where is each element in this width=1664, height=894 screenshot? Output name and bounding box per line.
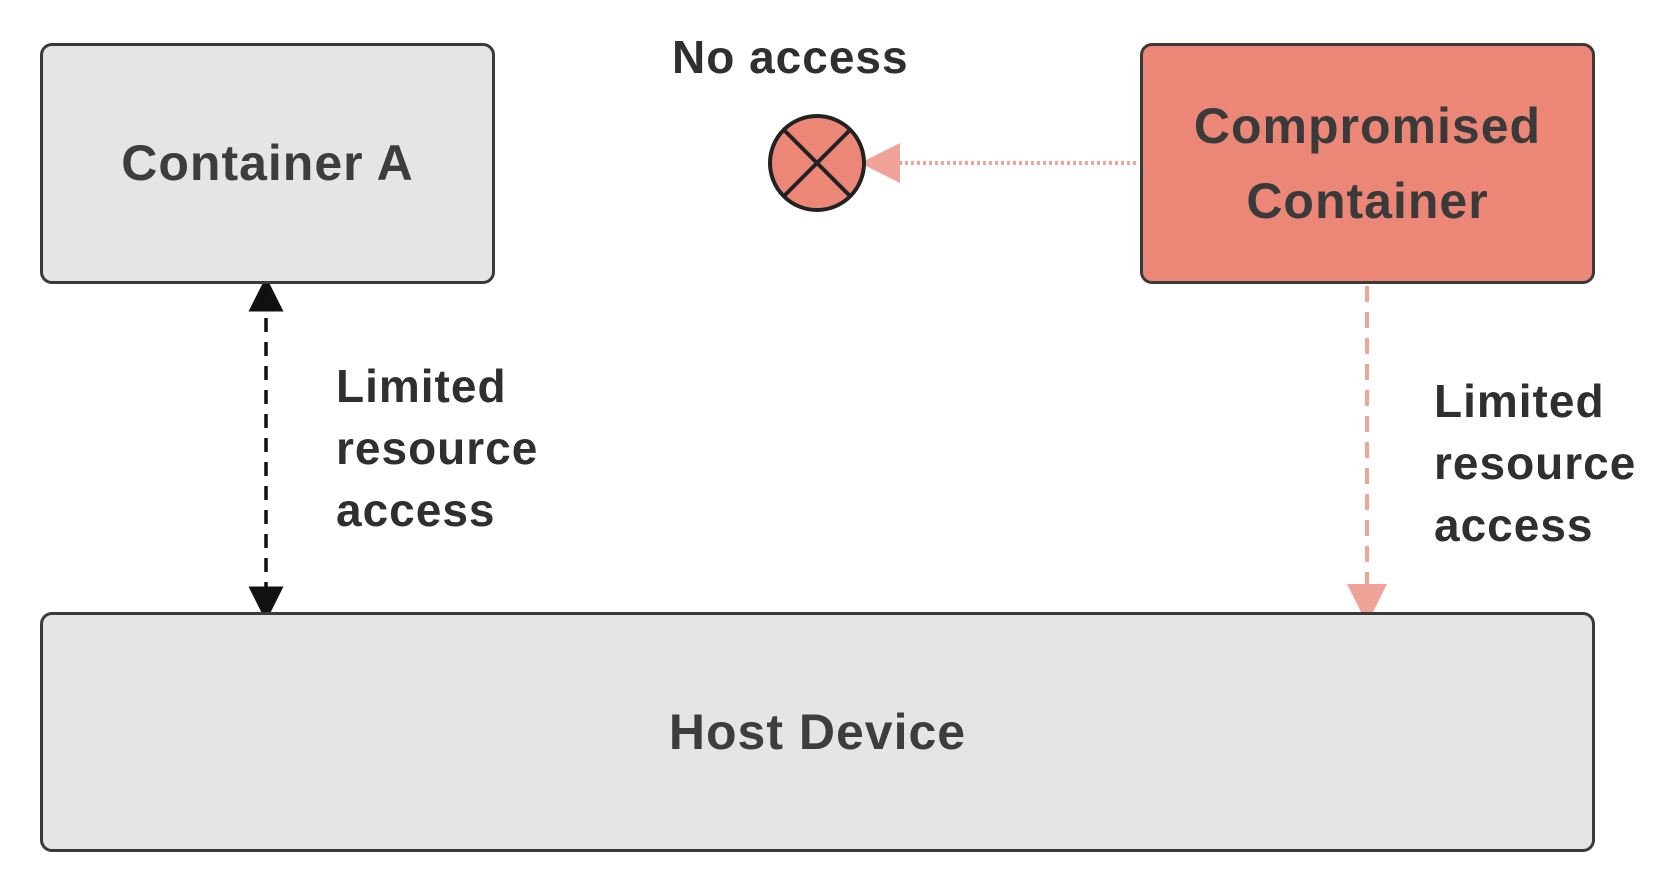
compromised-container-node: Compromised Container bbox=[1140, 43, 1595, 284]
host-device-node: Host Device bbox=[40, 612, 1595, 852]
no-access-label: No access bbox=[672, 31, 909, 83]
host-device-label: Host Device bbox=[668, 703, 967, 760]
circle-x-icon bbox=[768, 114, 866, 212]
compromised-container-label-line1: Compromised bbox=[1193, 97, 1542, 154]
compromised-container-label-line2: Container bbox=[1246, 172, 1489, 229]
container-a-label: Container A bbox=[121, 135, 414, 191]
right-limited-access-label: Limited resource access bbox=[1434, 375, 1637, 551]
left-limited-access-label: Limited resource access bbox=[336, 360, 539, 536]
container-a-node: Container A bbox=[40, 43, 495, 284]
